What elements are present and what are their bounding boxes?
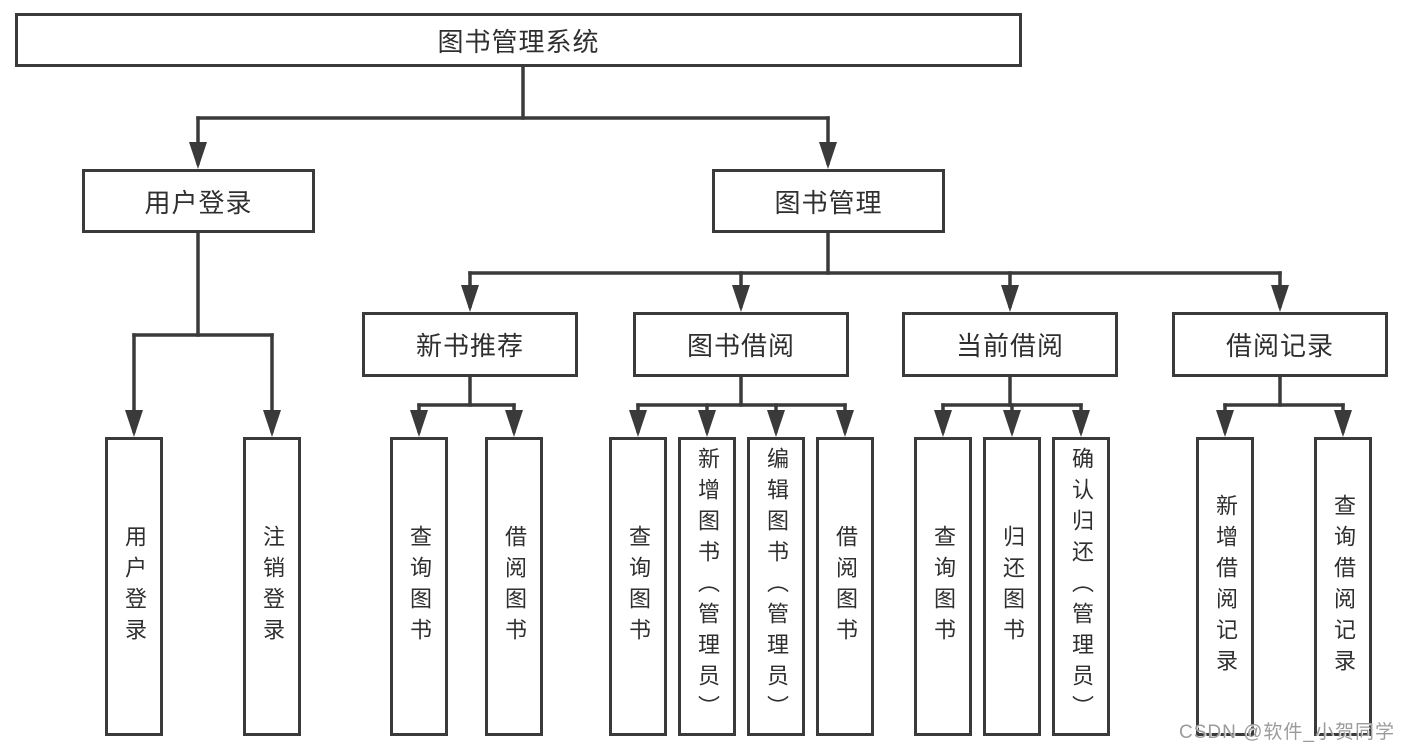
node-new-book-rec-label: 新书推荐 — [415, 331, 524, 361]
leaf-br-query-record-label: 查询借阅记录 — [1331, 493, 1356, 680]
leaf-nbr-query-book-label: 查询图书 — [407, 524, 432, 649]
leaf-bb-query-book-label: 查询图书 — [626, 524, 651, 649]
leaf-bb-query-book: 查询图书 — [609, 437, 667, 736]
node-book-mgmt-label: 图书管理 — [774, 187, 883, 218]
node-book-borrow: 图书借阅 — [633, 312, 849, 377]
leaf-cb-query-book: 查询图书 — [914, 437, 972, 736]
leaf-user-login: 用户登录 — [105, 437, 163, 736]
leaf-br-add-record: 新增借阅记录 — [1196, 437, 1254, 736]
connector-root-to-level2 — [189, 65, 837, 169]
node-user-login: 用户登录 — [82, 169, 315, 233]
node-root: 图书管理系统 — [15, 13, 1022, 67]
connector-book-borrow-to-leaves — [629, 375, 854, 437]
watermark: CSDN @软件_小贺同学 — [1179, 722, 1395, 743]
connector-book-mgmt-to-level3 — [461, 231, 1289, 312]
node-root-label: 图书管理系统 — [437, 26, 600, 57]
leaf-cb-return-book: 归还图书 — [983, 437, 1041, 736]
leaf-bb-edit-book-label: 编辑图书（管理员） — [764, 447, 789, 726]
node-new-book-rec: 新书推荐 — [362, 312, 578, 377]
connector-borrow-record-to-leaves — [1216, 375, 1352, 437]
leaf-bb-borrow-book: 借阅图书 — [816, 437, 874, 736]
leaf-nbr-borrow-book: 借阅图书 — [485, 437, 543, 736]
node-book-mgmt: 图书管理 — [712, 169, 945, 233]
node-borrow-record-label: 借阅记录 — [1225, 331, 1334, 361]
leaf-bb-edit-book: 编辑图书（管理员） — [747, 437, 805, 736]
connector-user-login-to-leaves — [125, 231, 281, 437]
node-borrow-record: 借阅记录 — [1172, 312, 1388, 377]
leaf-cb-confirm-return-label: 确认归还（管理员） — [1069, 447, 1094, 726]
leaf-cb-return-book-label: 归还图书 — [1000, 524, 1025, 649]
node-current-borrow: 当前借阅 — [902, 312, 1118, 377]
leaf-user-login-label: 用户登录 — [122, 524, 147, 649]
leaf-logout: 注销登录 — [243, 437, 301, 736]
connector-new-book-rec-to-leaves — [410, 375, 523, 437]
connector-current-borrow-to-leaves — [934, 375, 1090, 437]
leaf-br-add-record-label: 新增借阅记录 — [1213, 493, 1238, 680]
leaf-cb-query-book-label: 查询图书 — [931, 524, 956, 649]
leaf-logout-label: 注销登录 — [260, 524, 285, 649]
leaf-bb-borrow-book-label: 借阅图书 — [833, 524, 858, 649]
node-current-borrow-label: 当前借阅 — [955, 331, 1064, 361]
leaf-nbr-borrow-book-label: 借阅图书 — [502, 524, 527, 649]
node-user-login-label: 用户登录 — [144, 187, 253, 218]
leaf-bb-add-book: 新增图书（管理员） — [678, 437, 736, 736]
node-book-borrow-label: 图书借阅 — [686, 331, 795, 361]
leaf-nbr-query-book: 查询图书 — [390, 437, 448, 736]
leaf-bb-add-book-label: 新增图书（管理员） — [695, 447, 720, 726]
leaf-cb-confirm-return: 确认归还（管理员） — [1052, 437, 1110, 736]
leaf-br-query-record: 查询借阅记录 — [1314, 437, 1372, 736]
